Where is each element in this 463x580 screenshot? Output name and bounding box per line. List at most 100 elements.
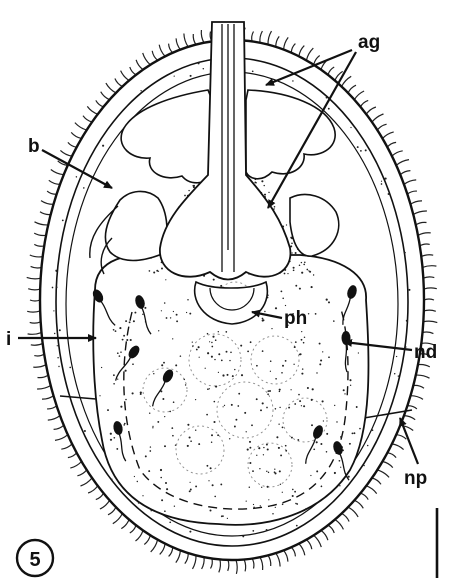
stipple-dot bbox=[311, 424, 313, 426]
stipple-dot bbox=[229, 438, 230, 439]
cilium bbox=[228, 560, 229, 571]
label-ph: ph bbox=[284, 308, 307, 329]
cilium bbox=[423, 277, 434, 278]
cilium bbox=[348, 507, 358, 517]
stipple-dot bbox=[172, 435, 174, 437]
stipple-dot bbox=[156, 270, 158, 272]
stipple-dot bbox=[211, 356, 213, 358]
stipple-dot bbox=[288, 407, 290, 409]
stipple-dot bbox=[279, 470, 281, 472]
stipple-dot bbox=[249, 441, 251, 443]
stipple-dot bbox=[262, 402, 264, 404]
cilium bbox=[202, 557, 205, 569]
stipple-dot bbox=[111, 478, 113, 480]
stipple-dot bbox=[316, 372, 317, 373]
label-i: i bbox=[6, 329, 11, 350]
stipple-dot bbox=[195, 485, 197, 487]
stipple-dot bbox=[190, 489, 192, 491]
stipple-dot bbox=[132, 363, 134, 365]
stipple-dot bbox=[306, 269, 308, 271]
stipple-dot bbox=[264, 194, 266, 196]
stipple-dot bbox=[292, 495, 294, 497]
stipple-dot bbox=[226, 351, 228, 353]
stipple-dot bbox=[190, 75, 192, 77]
cilium bbox=[404, 180, 416, 185]
cilium bbox=[70, 462, 81, 469]
cilium bbox=[328, 525, 334, 533]
stipple-dot bbox=[209, 388, 210, 389]
cilium bbox=[34, 244, 44, 246]
stipple-dot bbox=[166, 488, 168, 490]
stipple-dot bbox=[285, 305, 286, 306]
stipple-dot bbox=[339, 485, 340, 486]
stipple-dot bbox=[252, 470, 254, 472]
stipple-dot bbox=[307, 387, 309, 389]
stipple-dot bbox=[284, 273, 286, 275]
stipple-dot bbox=[282, 365, 284, 367]
stipple-dot bbox=[388, 193, 390, 195]
stipple-dot bbox=[152, 426, 153, 427]
cilium bbox=[169, 44, 173, 53]
stipple-dot bbox=[205, 368, 206, 369]
stipple-dot bbox=[320, 443, 322, 445]
stipple-dot bbox=[244, 412, 246, 414]
stipple-dot bbox=[280, 484, 281, 485]
stipple-dot bbox=[227, 374, 229, 376]
stipple-dot bbox=[394, 373, 395, 374]
stipple-dot bbox=[199, 357, 200, 358]
cilium bbox=[260, 557, 263, 570]
stipple-dot bbox=[328, 301, 330, 303]
stipple-dot bbox=[173, 311, 174, 312]
stipple-dot bbox=[328, 356, 330, 358]
cilium bbox=[169, 547, 173, 556]
stipple-dot bbox=[253, 504, 254, 505]
cilium bbox=[335, 520, 344, 530]
stipple-dot bbox=[186, 312, 187, 313]
stipple-dot bbox=[214, 401, 216, 403]
stipple-dot bbox=[349, 443, 351, 445]
stipple-dot bbox=[278, 447, 280, 449]
stipple-dot bbox=[291, 243, 293, 245]
stipple-dot bbox=[214, 359, 215, 360]
stipple-dot bbox=[409, 289, 411, 291]
stipple-dot bbox=[211, 441, 212, 442]
cilium bbox=[392, 444, 404, 450]
stipple-dot bbox=[299, 288, 301, 290]
stipple-dot bbox=[301, 272, 303, 274]
stipple-dot bbox=[258, 447, 260, 449]
cilium bbox=[160, 544, 165, 555]
stipple-dot bbox=[326, 433, 328, 435]
stipple-dot bbox=[224, 405, 225, 406]
stipple-dot bbox=[164, 416, 165, 417]
stipple-dot bbox=[333, 320, 335, 322]
stipple-dot bbox=[102, 145, 104, 147]
stipple-dot bbox=[299, 400, 301, 402]
stipple-dot bbox=[319, 363, 321, 365]
stipple-dot bbox=[196, 349, 198, 351]
stipple-dot bbox=[322, 400, 324, 402]
stipple-dot bbox=[76, 176, 77, 177]
stipple-dot bbox=[309, 271, 311, 273]
stipple-dot bbox=[316, 470, 318, 472]
cilium bbox=[424, 299, 434, 300]
cilium bbox=[27, 311, 40, 312]
stipple-dot bbox=[285, 450, 287, 452]
cilium bbox=[252, 559, 254, 569]
stipple-dot bbox=[198, 62, 200, 64]
cilium bbox=[306, 48, 313, 60]
cilium bbox=[88, 486, 98, 493]
stipple-dot bbox=[59, 329, 61, 331]
stipple-dot bbox=[353, 432, 355, 434]
stipple-dot bbox=[184, 379, 186, 381]
stipple-dot bbox=[209, 341, 210, 342]
stipple-dot bbox=[225, 331, 227, 333]
stipple-dot bbox=[326, 97, 328, 99]
stipple-dot bbox=[110, 439, 112, 441]
stipple-dot bbox=[275, 408, 277, 410]
cilium bbox=[115, 79, 123, 87]
cilium bbox=[423, 332, 434, 334]
cilium bbox=[42, 396, 54, 399]
stipple-dot bbox=[212, 336, 214, 338]
cilium bbox=[38, 375, 49, 378]
cilium bbox=[35, 222, 49, 225]
